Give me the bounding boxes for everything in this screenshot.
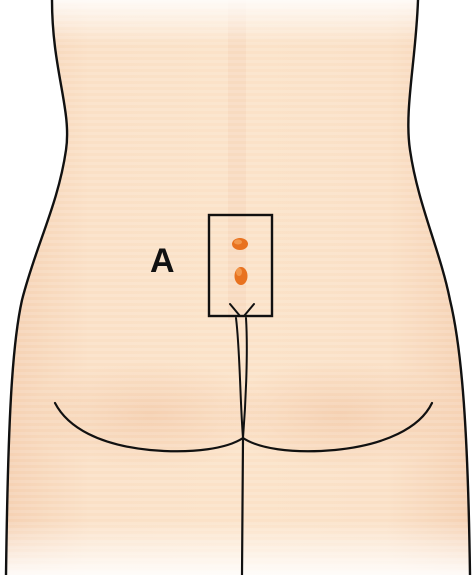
region-label-a: A	[150, 242, 175, 280]
leg-separation-line	[242, 438, 243, 575]
orange-oval-marker-icon	[232, 238, 248, 250]
bottom-fade	[0, 520, 472, 575]
top-fade	[0, 0, 472, 45]
orange-oval-marker-icon	[235, 267, 248, 285]
